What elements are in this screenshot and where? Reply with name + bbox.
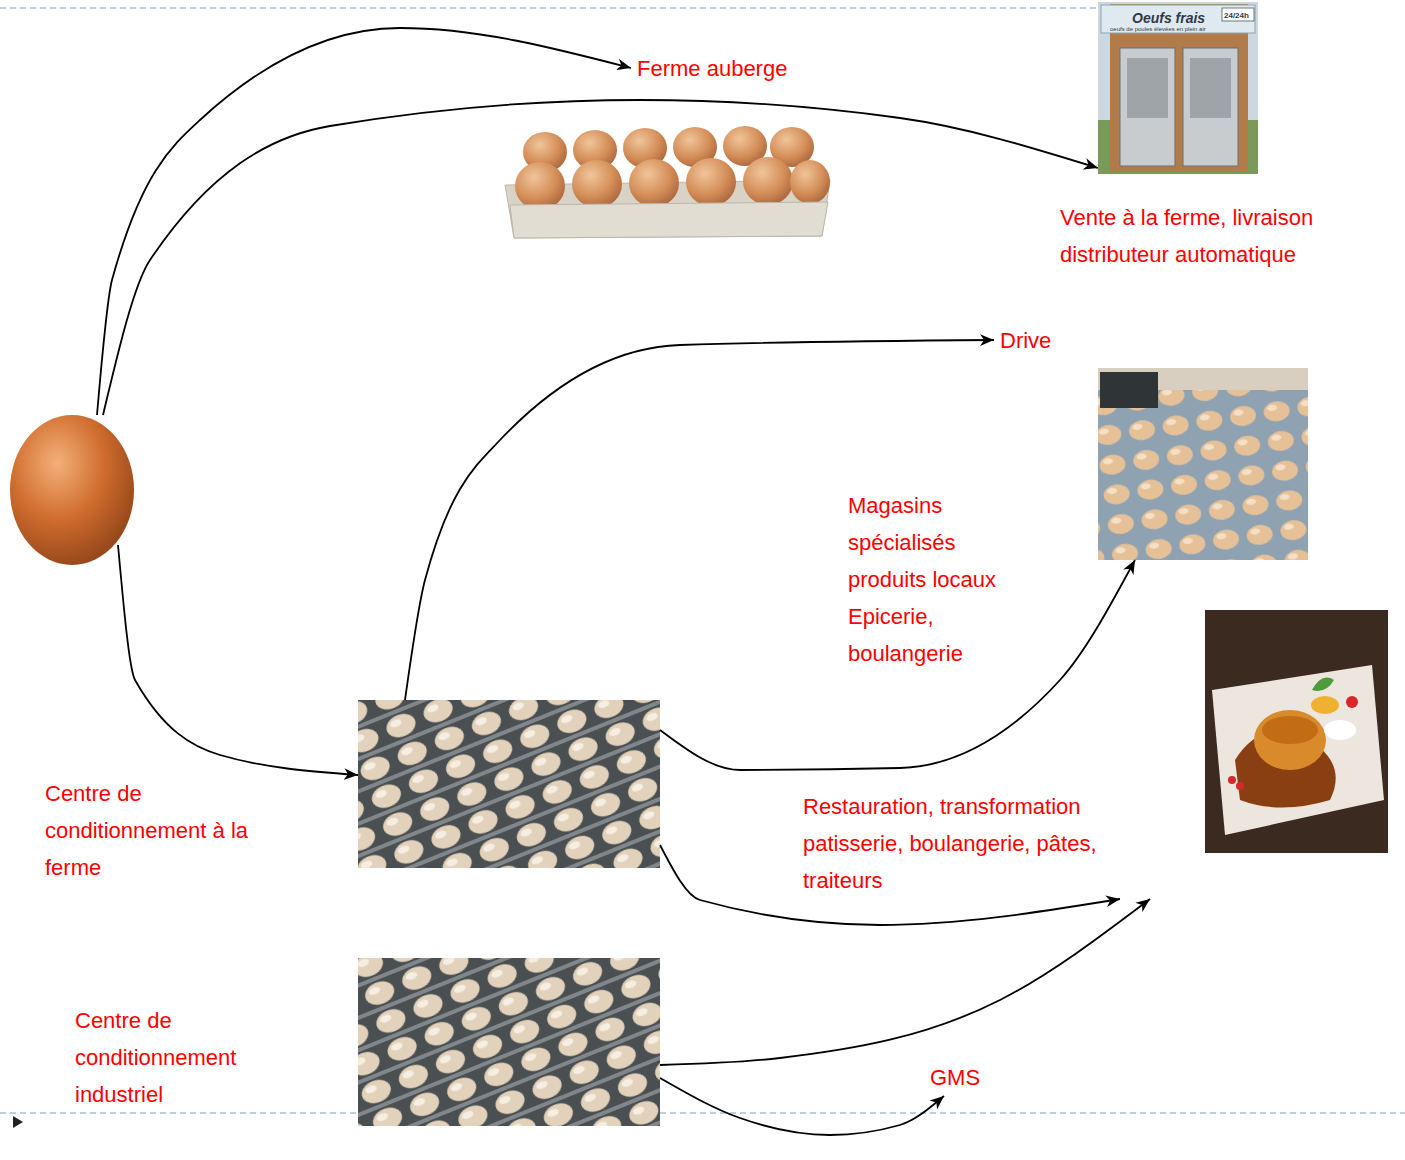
flan-dessert-picture [1205, 610, 1388, 853]
top-rule [0, 7, 1098, 8]
flow-arrow [103, 100, 1098, 415]
destination-text: Magasins spécialisés produits locaux Epi… [848, 487, 1023, 672]
destination-label: Ferme auberge [631, 50, 793, 87]
egg-carton-picture [505, 126, 830, 238]
egg-node [10, 415, 135, 545]
destination-text: Drive [1000, 322, 1051, 359]
destination-text: Vente à la ferme, livraison distributeur… [1060, 199, 1400, 273]
flow-arrow [660, 1078, 944, 1135]
vending-kiosk-picture [1098, 2, 1258, 174]
packing-photo: Centre de conditionnement à la ferme [358, 700, 660, 868]
packing-line-picture [358, 958, 660, 1126]
shop-eggs-picture [1098, 368, 1308, 560]
destination-text: Ferme auberge [637, 50, 787, 87]
packing-line-picture [358, 700, 660, 868]
slide-bullet [13, 1116, 23, 1128]
flow-arrow [118, 545, 358, 775]
bottom-rule [0, 1112, 1405, 1113]
station-label: Centre de conditionnement industriel [75, 1002, 315, 1113]
packing-photo: Centre de conditionnement industriel [358, 958, 660, 1126]
flow-arrow [97, 28, 631, 415]
destination-text: GMS [930, 1059, 980, 1096]
destination-label: Restauration, transformation patisserie,… [797, 788, 1179, 899]
flow-arrow [660, 899, 1150, 1065]
sign-hours: 24/24h [1224, 10, 1249, 22]
shop-photo: Magasins spécialisés produits locaux Epi… [1098, 368, 1308, 560]
destination-label: Drive [994, 322, 1057, 359]
sign-text: Oeufs frais [1132, 10, 1205, 26]
vending-kiosk: Oeufs frais 24/24h oeufs de poules élevées… [1098, 2, 1258, 174]
station-label: Centre de conditionnement à la ferme [45, 775, 285, 886]
flow-arrow [660, 845, 1120, 925]
egg-picture [10, 415, 134, 565]
destination-text: Restauration, transformation patisserie,… [803, 788, 1173, 899]
sign-subtext: oeufs de poules élevées en plein air [1110, 26, 1206, 33]
destination-label: GMS [924, 1059, 986, 1096]
